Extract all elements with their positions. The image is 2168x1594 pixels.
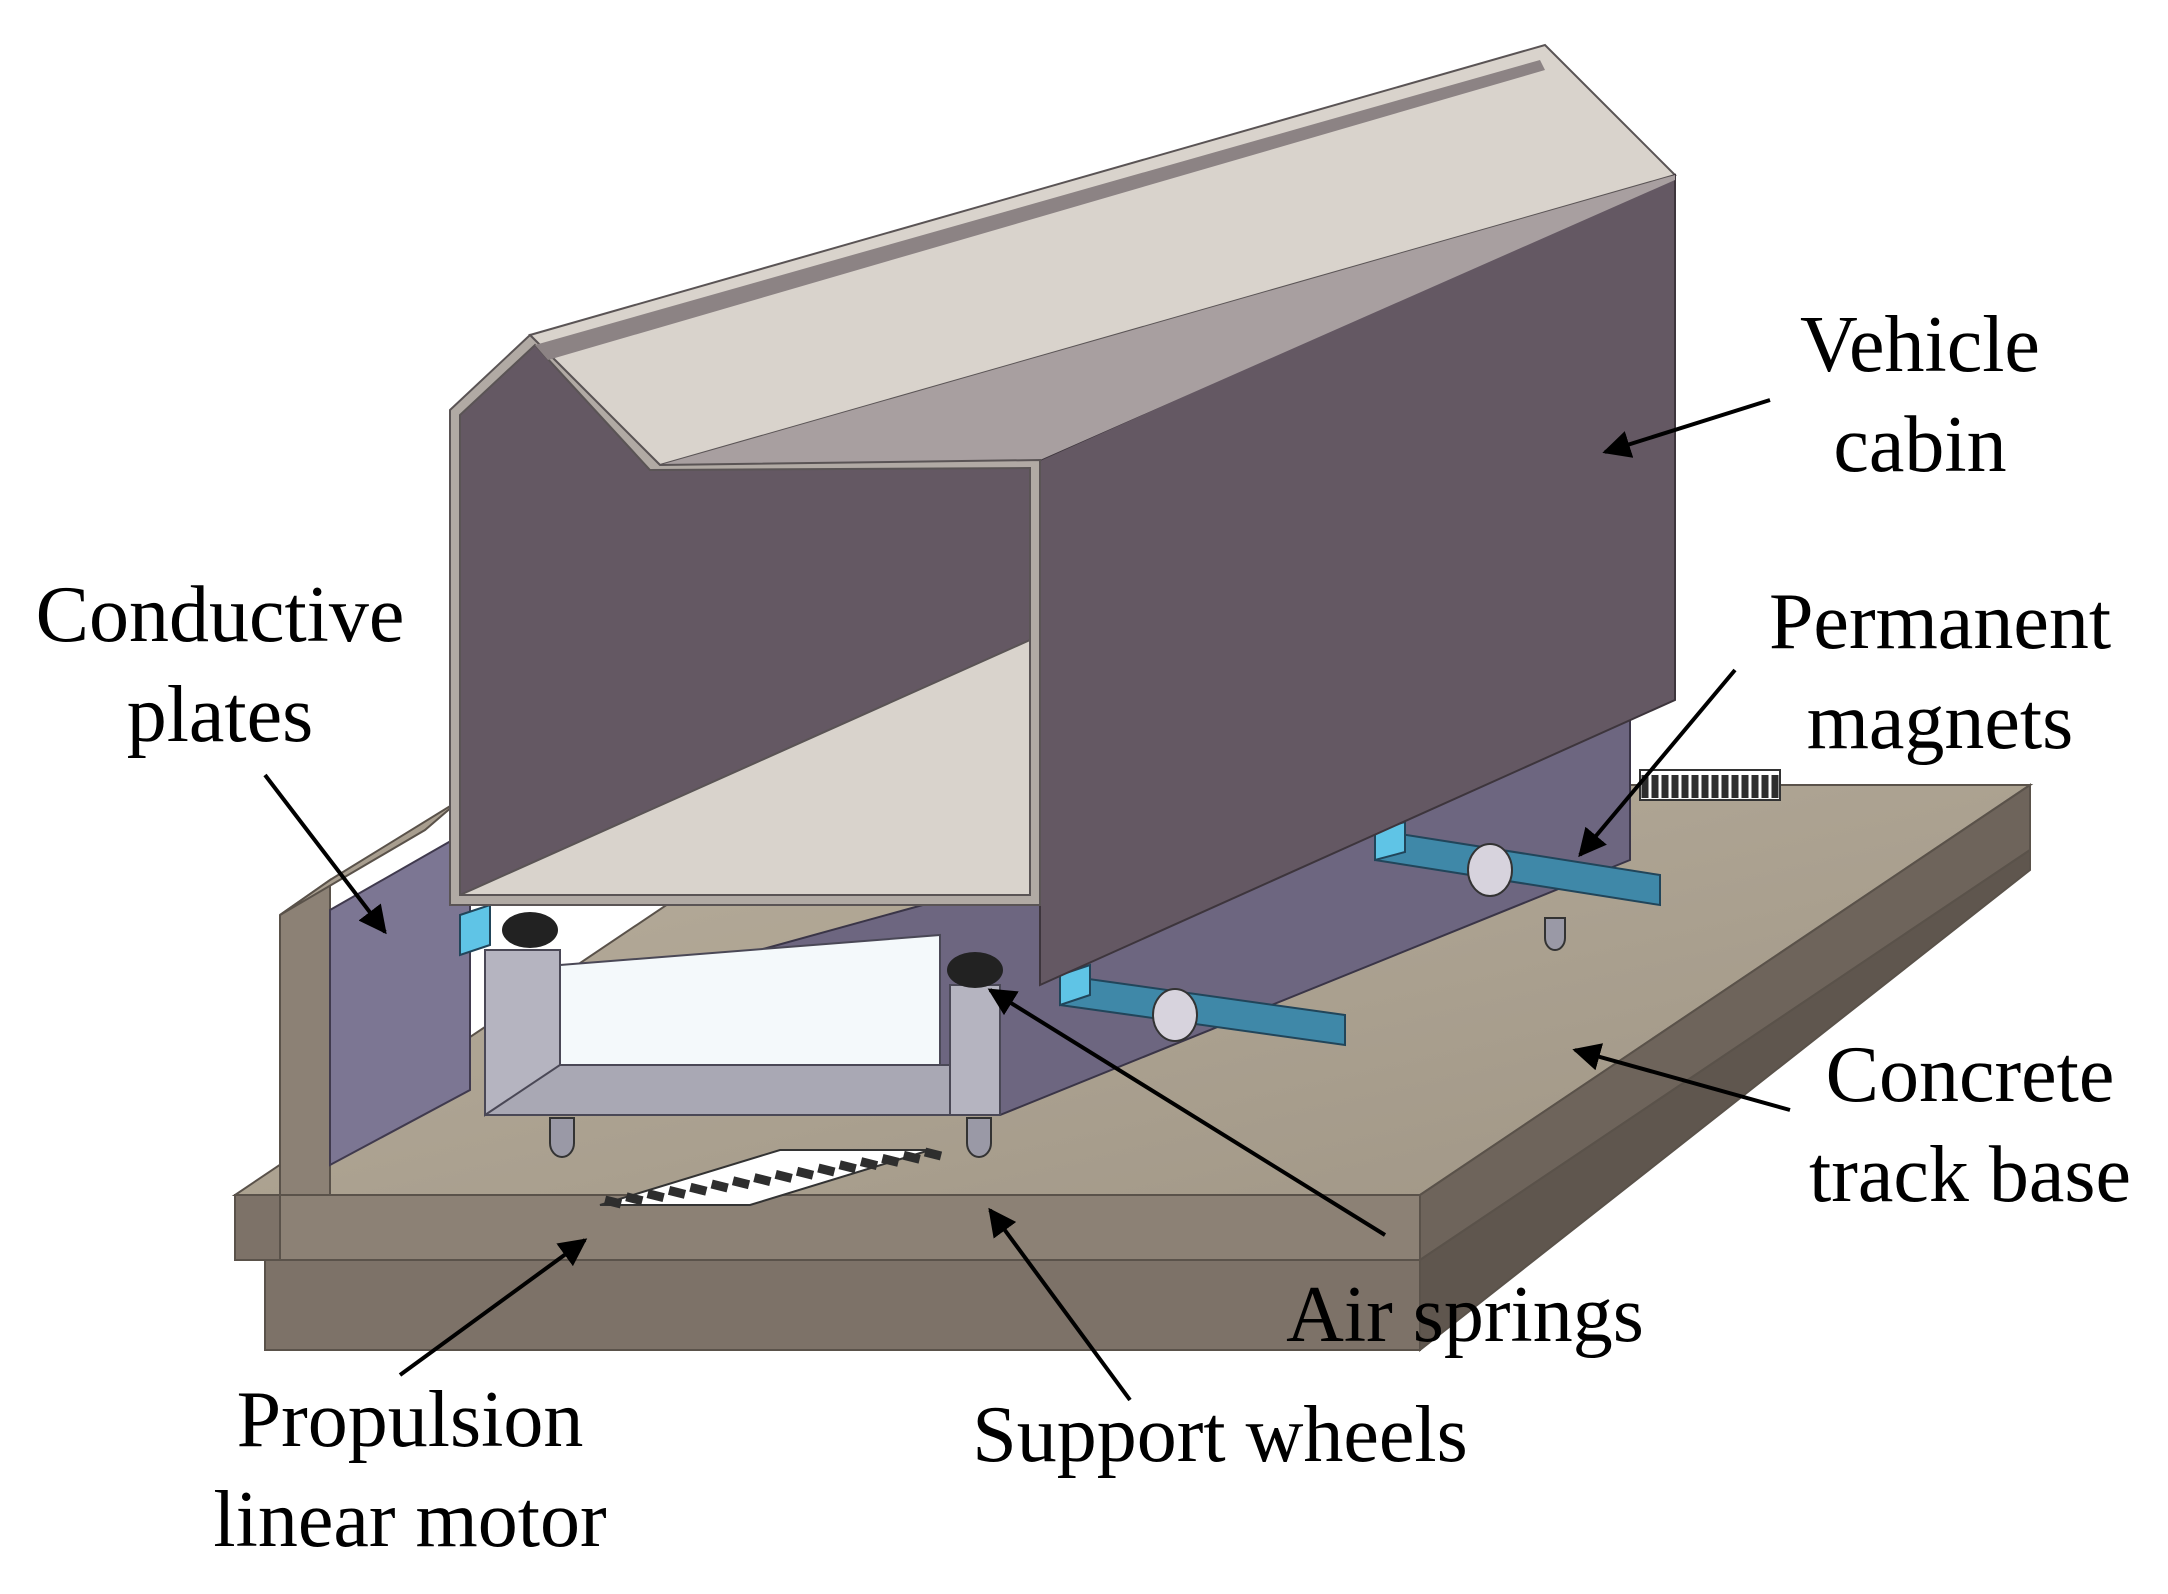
coil-tooth <box>710 1179 729 1193</box>
leader-arrows <box>263 398 1791 1402</box>
coil-tooth <box>923 1147 943 1161</box>
arrow-air-springs <box>987 988 1387 1237</box>
vehicle-cabin <box>449 43 1677 987</box>
permanent-magnets <box>459 820 1661 1047</box>
coil-tooth <box>731 1176 751 1190</box>
support-wheels <box>549 917 1566 1158</box>
arrow-conductive-plates <box>263 773 387 935</box>
arrow-vehicle-cabin <box>1602 398 1771 458</box>
coil-tooth <box>603 1195 623 1209</box>
coil-tooth <box>753 1173 772 1186</box>
arrow-concrete-track-base <box>1572 1043 1791 1112</box>
coil-tooth <box>625 1192 644 1206</box>
coil-tooth <box>902 1150 921 1164</box>
coil-tooth <box>817 1163 836 1177</box>
coil-tooth <box>881 1154 900 1167</box>
coil-tooth <box>859 1157 879 1170</box>
coil-tooth <box>667 1186 687 1199</box>
coil-tooth <box>774 1170 793 1183</box>
coil-tooth <box>646 1189 665 1202</box>
coil-tooth <box>795 1166 815 1180</box>
arrow-propulsion-linear-motor <box>398 1238 588 1377</box>
propulsion-motor-coils <box>599 769 1781 1209</box>
coil-tooth <box>689 1182 708 1196</box>
coil-tooth <box>838 1160 857 1174</box>
arrow-permanent-magnets <box>1578 668 1737 858</box>
label-support-wheels: Support wheels <box>972 1391 1468 1479</box>
arrow-support-wheels <box>988 1207 1132 1402</box>
label-air-springs: Air springs <box>1286 1271 1644 1359</box>
guide-wall <box>234 799 461 1261</box>
